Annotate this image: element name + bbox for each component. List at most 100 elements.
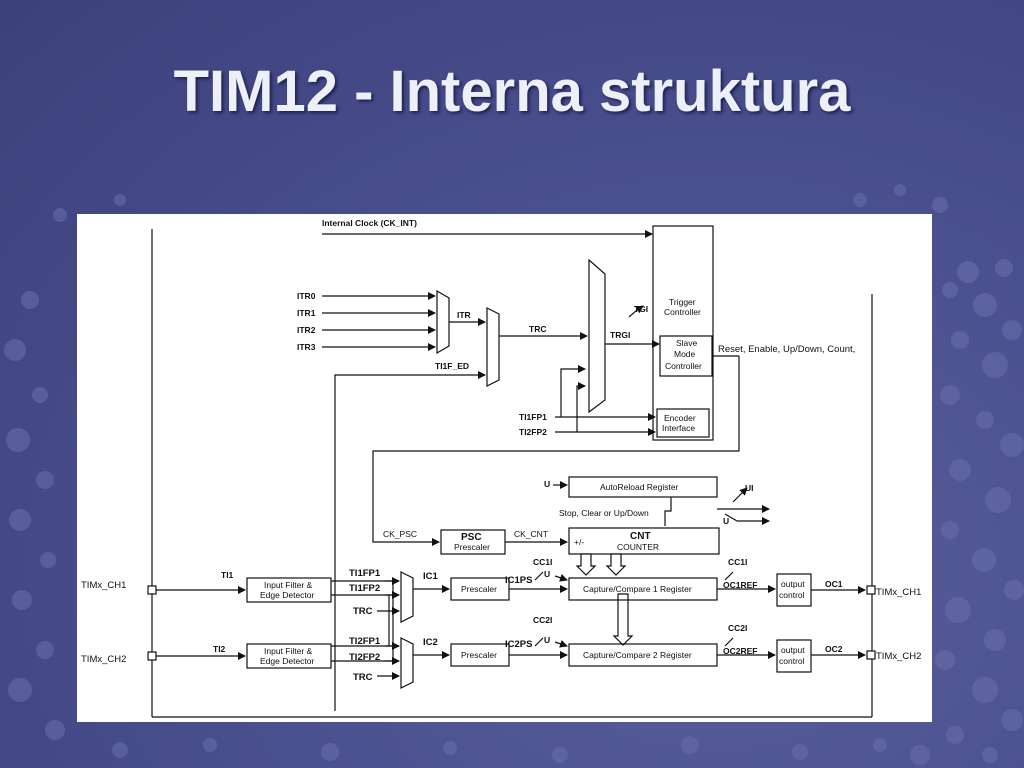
- ch1-output-pin: [866, 585, 876, 595]
- cc2i-out-tick: [724, 637, 734, 647]
- timx-ch2-input-label: TIMx_CH2: [81, 654, 126, 665]
- encoder-label-1: Encoder: [664, 413, 696, 423]
- cc1i-label: CC1I: [533, 557, 552, 567]
- ch2-input-pin: [147, 651, 157, 661]
- cc2i-label: CC2I: [533, 615, 552, 625]
- tgi-arrow: [634, 305, 644, 314]
- cc1-u-arrow: [554, 573, 568, 582]
- ui-label: UI: [745, 483, 754, 493]
- u-right-label: U: [723, 516, 729, 526]
- u-right-link: [724, 513, 738, 522]
- itr1-label: ITR1: [297, 308, 316, 318]
- encoder-interface-box: [656, 408, 710, 438]
- input-filter-1-box: [246, 577, 332, 603]
- reset-enable-label: Reset, Enable, Up/Down, Count,: [718, 344, 855, 355]
- ic1-label: IC1: [423, 571, 439, 582]
- timer-block-diagram-svg: Internal Clock (CK_INT) ITR0 ITR1 ITR2 I…: [81, 218, 921, 718]
- prescaler1-label: Prescaler: [461, 584, 497, 594]
- ch1-ti1fp2-label: TI1FP2: [349, 583, 380, 594]
- trigger-controller-label-1: Trigger: [669, 297, 696, 307]
- psc-sub-label: Prescaler: [454, 542, 490, 552]
- ck-psc-feedback-line: [372, 356, 740, 546]
- itr3-label: ITR3: [297, 342, 316, 352]
- ti2-label: TI2: [213, 644, 226, 654]
- counter-box: [568, 527, 720, 555]
- slave-label-3: Controller: [665, 361, 702, 371]
- trc-multiplexer: [486, 307, 500, 387]
- ic2-label: IC2: [423, 637, 438, 648]
- prescaler2-label: Prescaler: [461, 650, 497, 660]
- ch2-trc-label: TRC: [353, 672, 373, 683]
- trigger-controller-label-2: Controller: [664, 307, 701, 317]
- ch2-input-multiplexer: [400, 637, 414, 689]
- slave-label-1: Slave: [676, 338, 698, 348]
- autoreload-register-box: [568, 476, 718, 498]
- autoreload-u-label: U: [544, 479, 550, 489]
- trc-label: TRC: [529, 324, 546, 334]
- ch2-ti2fp1-label: TI2FP1: [349, 636, 381, 647]
- ck-psc-label: CK_PSC: [383, 529, 417, 539]
- ic1ps-label: IC1PS: [505, 575, 532, 586]
- cc1i-out-tick: [724, 571, 734, 581]
- outctl1-label-1: output: [781, 579, 805, 589]
- ti1f-ed-line: [334, 371, 486, 711]
- ccr1-to-counter-arrow: [605, 553, 627, 576]
- plus-minus-label: +/-: [574, 537, 584, 547]
- trgi-multiplexer: [588, 258, 606, 414]
- filter1-label-2: Edge Detector: [260, 590, 315, 600]
- ccr2-label: Capture/Compare 2 Register: [583, 650, 692, 660]
- trgi-label: TRGI: [610, 330, 630, 340]
- counter-label: COUNTER: [617, 542, 659, 552]
- output-control-2-box: [776, 639, 812, 673]
- outctl1-label-2: control: [779, 590, 805, 600]
- oc1ref-label: OC1REF: [723, 580, 757, 590]
- ti1f-ed-label: TI1F_ED: [435, 361, 469, 371]
- cc1-u-label: U: [544, 569, 550, 579]
- itr0-label: ITR0: [297, 291, 316, 301]
- timx-ch2-output-label: TIMx_CH2: [876, 651, 921, 662]
- ccr1-label: Capture/Compare 1 Register: [583, 584, 692, 594]
- ti1fp1-to-mux-line: [560, 365, 586, 417]
- encoder-label-2: Interface: [662, 423, 695, 433]
- filter2-label-2: Edge Detector: [260, 656, 315, 666]
- outctl2-label-2: control: [779, 656, 805, 666]
- oc1-label: OC1: [825, 579, 843, 589]
- tgi-label: TGI: [634, 304, 648, 314]
- oc2-label: OC2: [825, 644, 843, 654]
- ch2-ti2fp2-label: TI2FP2: [349, 652, 380, 663]
- cc2-u-label: U: [544, 635, 550, 645]
- autoreload-to-counter-line: [664, 497, 672, 526]
- cc1i-out-label: CC1I: [728, 557, 747, 567]
- cnt-label: CNT: [630, 531, 651, 542]
- itr-multiplexer: [436, 289, 450, 355]
- ch1-input-multiplexer: [400, 571, 414, 623]
- slave-label-2: Mode: [674, 349, 696, 359]
- filter2-label-1: Input Filter &: [264, 646, 313, 656]
- autoreload-label: AutoReload Register: [600, 482, 679, 492]
- filter1-label-1: Input Filter &: [264, 580, 313, 590]
- ic2ps-label: IC2PS: [505, 639, 532, 650]
- outctl2-label-1: output: [781, 645, 805, 655]
- slide-title: TIM12 - Interna struktura: [173, 59, 851, 124]
- ck-cnt-label: CK_CNT: [514, 529, 548, 539]
- ch1-trc-label: TRC: [353, 606, 373, 617]
- trigger-controller-box: [652, 225, 714, 441]
- cc1i-tick: [534, 571, 544, 581]
- counter-to-ccr1-arrow: [575, 553, 597, 576]
- stop-clear-label: Stop, Clear or Up/Down: [559, 508, 649, 518]
- timx-ch1-input-label: TIMx_CH1: [81, 580, 126, 591]
- ti1-label: TI1: [221, 570, 234, 580]
- ti2fp2-to-mux-line: [576, 382, 586, 432]
- input-filter-2-box: [246, 643, 332, 669]
- cc2i-out-label: CC2I: [728, 623, 747, 633]
- ui-tick-arrow: [739, 487, 748, 496]
- ch2-output-pin: [866, 650, 876, 660]
- timer-block-diagram: Internal Clock (CK_INT) ITR0 ITR1 ITR2 I…: [77, 214, 932, 722]
- ui-tick: [732, 493, 742, 503]
- ti1fp1-label: TI1FP1: [519, 412, 547, 422]
- itr2-label: ITR2: [297, 325, 316, 335]
- cc2-u-arrow: [554, 639, 568, 648]
- ch1-input-pin: [147, 585, 157, 595]
- ti2fp2-label: TI2FP2: [519, 427, 547, 437]
